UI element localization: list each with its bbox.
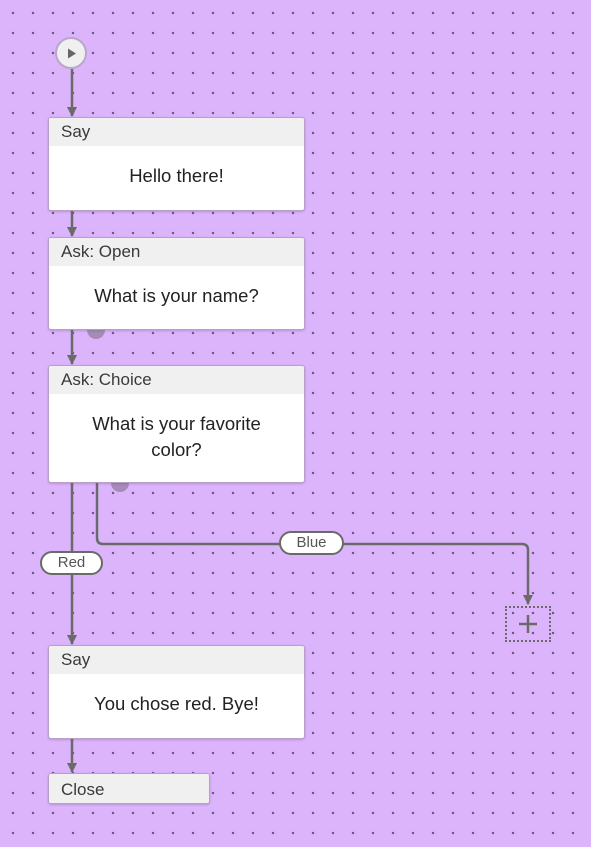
node-question: What is your favorite color? bbox=[92, 413, 261, 460]
node-type-label: Say bbox=[49, 646, 304, 674]
node-message: Hello there! bbox=[129, 165, 224, 186]
node-type-label: Ask: Choice bbox=[49, 366, 304, 394]
edge-label-blue[interactable]: Blue bbox=[279, 531, 344, 555]
node-type-label: Say bbox=[49, 118, 304, 146]
node-type-label: Close bbox=[49, 774, 209, 803]
play-icon bbox=[68, 48, 76, 59]
node-type-label: Ask: Open bbox=[49, 238, 304, 266]
add-node-button[interactable] bbox=[505, 606, 551, 642]
say-node-greeting[interactable]: Say Hello there! bbox=[48, 117, 305, 211]
node-question: What is your name? bbox=[94, 285, 259, 306]
start-button[interactable] bbox=[55, 37, 87, 69]
ask-open-node[interactable]: Ask: Open What is your name? bbox=[48, 237, 305, 330]
ask-choice-node[interactable]: Ask: Choice What is your favorite color? bbox=[48, 365, 305, 483]
say-node-red[interactable]: Say You chose red. Bye! bbox=[48, 645, 305, 739]
node-message: You chose red. Bye! bbox=[94, 693, 259, 714]
close-node[interactable]: Close bbox=[48, 773, 210, 804]
plus-icon bbox=[519, 615, 537, 633]
edge-label-red[interactable]: Red bbox=[40, 551, 103, 575]
